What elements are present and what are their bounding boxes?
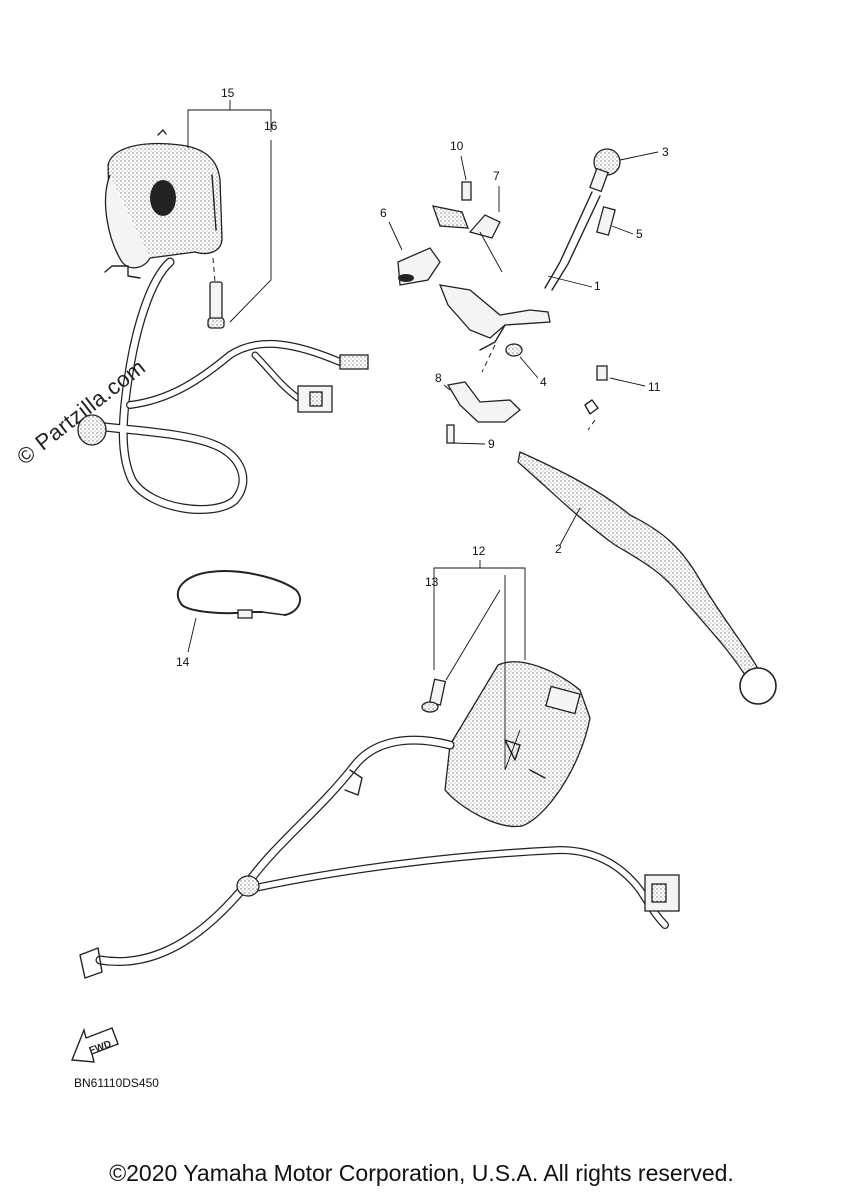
callout-15: 15: [221, 86, 235, 100]
lever-switch-part-8: [446, 381, 521, 444]
callout-2: 2: [555, 542, 562, 556]
bolt-part-11: [584, 365, 608, 431]
callout-4: 4: [540, 375, 547, 389]
right-switch-wiring-harness: [79, 735, 680, 979]
callout-13: 13: [425, 575, 439, 589]
left-switch-wiring-harness: [77, 257, 369, 514]
bushing-part-4: [505, 343, 523, 357]
callout-1: 1: [594, 279, 601, 293]
copyright-notice: ©2020 Yamaha Motor Corporation, U.S.A. A…: [109, 1160, 734, 1186]
screw-icon: [421, 678, 447, 713]
callout-11: 11: [648, 380, 661, 394]
callout-3: 3: [662, 145, 669, 159]
lever-bracket: [438, 284, 551, 373]
callout-14: 14: [176, 655, 190, 669]
band-part-14: [176, 570, 301, 619]
callout-7: 7: [493, 169, 500, 183]
forward-arrow-icon: FWD: [71, 1027, 119, 1063]
screw-icon: [461, 181, 472, 201]
holder-part-6: [397, 247, 441, 286]
adjuster-knob: [544, 148, 621, 291]
right-handlebar-switch: [444, 661, 591, 828]
screw-icon: [207, 257, 225, 329]
left-handlebar-switch: [104, 129, 225, 329]
callout-8: 8: [435, 371, 442, 385]
callout-10: 10: [450, 139, 464, 153]
callout-5: 5: [636, 227, 643, 241]
callout-12: 12: [472, 544, 486, 558]
switch-part-7: [432, 205, 501, 239]
callout-6: 6: [380, 206, 387, 220]
clutch-lever: [517, 451, 777, 705]
pin-part-5: [596, 206, 616, 236]
callout-9: 9: [488, 437, 495, 451]
diagram-code: BN61110DS450: [74, 1076, 159, 1090]
